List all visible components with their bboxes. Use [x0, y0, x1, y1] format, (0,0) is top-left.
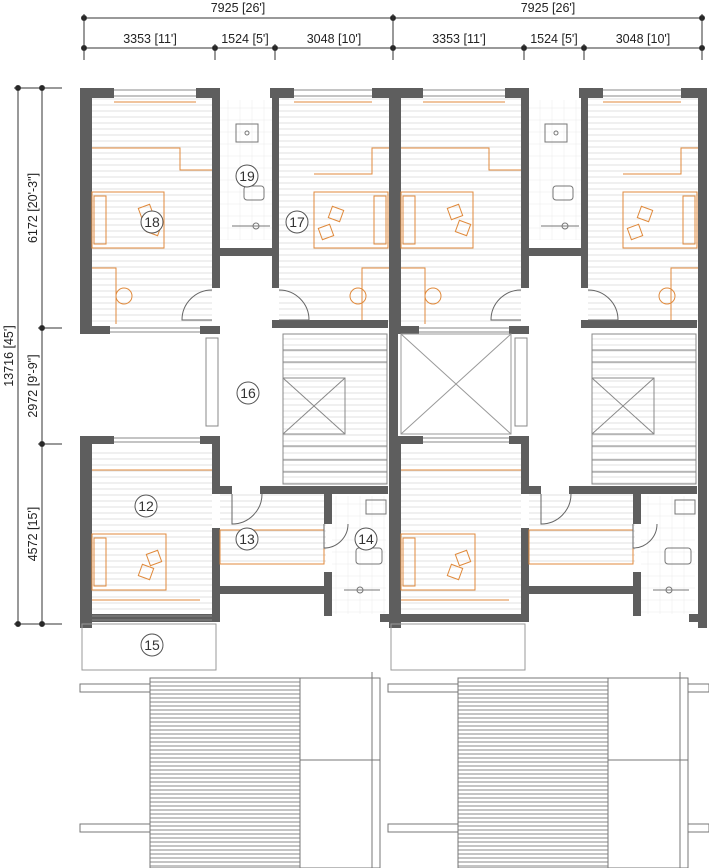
- walls-left: [80, 88, 398, 628]
- dim-left-sub-2: 2972 [9'-9"]: [26, 354, 40, 417]
- dim-top-sub-5: 1524 [5']: [530, 32, 578, 46]
- room-label-13: 13: [239, 531, 255, 547]
- top-dimensions: [81, 14, 705, 60]
- stair-right: [591, 333, 697, 485]
- dim-top-total-1: 7925 [26']: [211, 1, 266, 15]
- dim-left-total: 13716 [45']: [2, 325, 16, 386]
- room-label-18: 18: [144, 214, 160, 230]
- dim-top-total-2: 7925 [26']: [521, 1, 576, 15]
- room-label-14: 14: [358, 531, 374, 547]
- dim-top-sub-6: 3048 [10']: [616, 32, 671, 46]
- unit-right: [389, 88, 707, 671]
- furniture-left: [91, 101, 389, 601]
- room-label-16: 16: [240, 385, 256, 401]
- dim-left-sub-3: 4572 [15']: [26, 507, 40, 562]
- dim-top-sub-1: 3353 [11']: [123, 32, 177, 46]
- dim-top-sub-2: 1524 [5']: [221, 32, 269, 46]
- unit-left: [80, 88, 398, 671]
- room-label-19: 19: [239, 168, 255, 184]
- left-dimensions: [14, 85, 62, 627]
- room-label-15: 15: [144, 637, 160, 653]
- room-label-12: 12: [138, 498, 154, 514]
- stair-left: [282, 333, 388, 485]
- walls-right: [389, 88, 707, 628]
- furniture-right: [400, 101, 698, 601]
- dim-top-sub-3: 3048 [10']: [307, 32, 362, 46]
- lower-deck: [79, 672, 709, 868]
- room-label-17: 17: [289, 214, 305, 230]
- dim-top-sub-4: 3353 [11']: [432, 32, 486, 46]
- room-labels: [134, 164, 378, 657]
- dim-left-sub-1: 6172 [20'-3"]: [26, 173, 40, 243]
